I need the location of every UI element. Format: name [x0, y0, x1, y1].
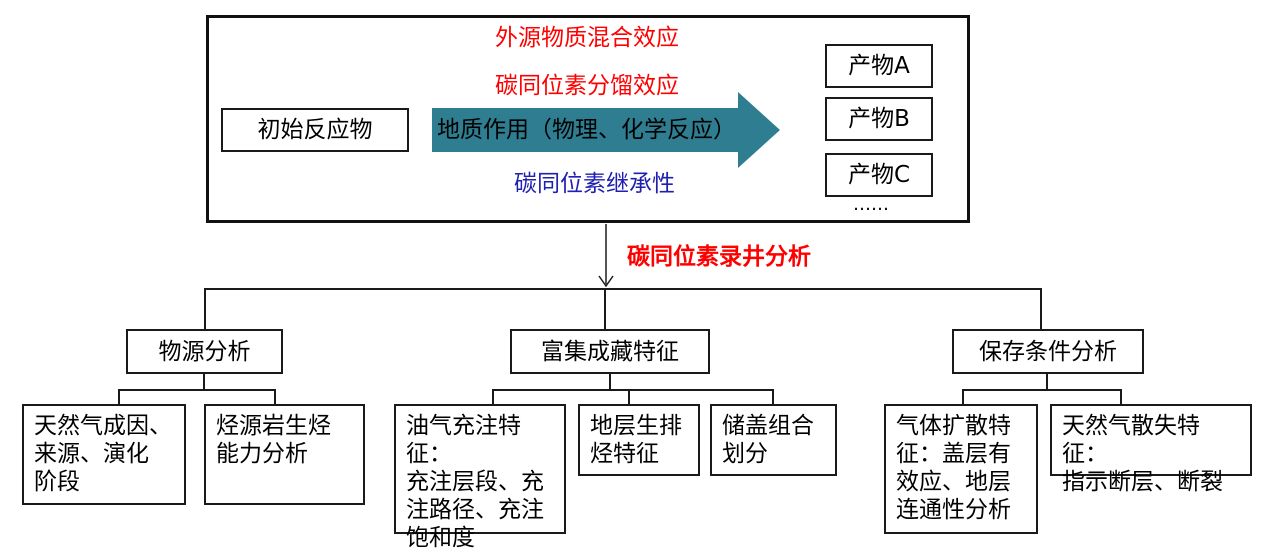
- product-c-label: 产物C: [847, 162, 911, 188]
- source-drop-2: [274, 389, 276, 404]
- arrow-label: 地质作用（物理、化学反应）: [437, 117, 736, 143]
- preservation-analysis-box: 保存条件分析: [952, 329, 1144, 374]
- preserve-branch-line: [962, 389, 1122, 391]
- fractionation-effect-label: 碳同位素分馏效应: [495, 73, 679, 99]
- product-a-box: 产物A: [825, 44, 933, 88]
- gas-origin-box: 天然气成因、 来源、演化 阶段: [22, 404, 186, 505]
- reservoir-seal-box: 储盖组合 划分: [710, 404, 837, 476]
- geologic-process-arrow: [432, 92, 780, 168]
- source-drop-1: [118, 389, 120, 404]
- mixing-effect-label: 外源物质混合效应: [495, 25, 679, 51]
- preservation-analysis-label: 保存条件分析: [979, 338, 1117, 365]
- source-analysis-box: 物源分析: [126, 329, 283, 374]
- enrichment-features-label: 富集成藏特征: [541, 338, 679, 365]
- source-branch-line: [118, 389, 276, 391]
- gas-diffusion-box: 气体扩散特 征：盖层有 效应、地层 连通性分析: [884, 404, 1038, 534]
- product-b-label: 产物B: [848, 106, 910, 132]
- charging-features-box: 油气充注特征： 充注层段、充 注路径、充注 饱和度: [394, 404, 566, 551]
- enrich-branch-line: [492, 389, 774, 391]
- enrichment-features-box: 富集成藏特征: [510, 329, 710, 374]
- enrich-drop-1: [492, 389, 494, 404]
- products-ellipsis: ……: [853, 194, 889, 215]
- connector-label: 碳同位素录井分析: [627, 244, 811, 270]
- preserve-stem: [1046, 374, 1048, 390]
- enrich-stem: [609, 374, 611, 390]
- arrow-shape: [432, 92, 780, 168]
- level1-drop-center: [604, 288, 606, 329]
- down-arrow: [598, 224, 614, 288]
- source-stem: [203, 374, 205, 390]
- initial-reactant-box: 初始反应物: [221, 108, 409, 152]
- product-b-box: 产物B: [825, 97, 933, 141]
- level1-drop-left: [204, 288, 206, 329]
- level1-horizontal-line: [204, 288, 1042, 290]
- level1-drop-right: [1040, 288, 1042, 329]
- inheritance-label: 碳同位素继承性: [514, 171, 675, 197]
- product-a-label: 产物A: [848, 53, 910, 79]
- source-analysis-label: 物源分析: [158, 338, 251, 365]
- preserve-drop-1: [962, 389, 964, 404]
- initial-reactant-label: 初始反应物: [257, 117, 373, 143]
- preserve-drop-2: [1120, 389, 1122, 404]
- enrich-drop-2: [628, 389, 630, 404]
- gas-loss-box: 天然气散失特征： 指示断层、断裂: [1050, 404, 1252, 495]
- source-rock-capacity-box: 烃源岩生烃 能力分析: [204, 404, 365, 505]
- hydrocarbon-expulsion-box: 地层生排 烃特征: [578, 404, 700, 476]
- enrich-drop-3: [772, 389, 774, 404]
- product-c-box: 产物C: [825, 153, 933, 197]
